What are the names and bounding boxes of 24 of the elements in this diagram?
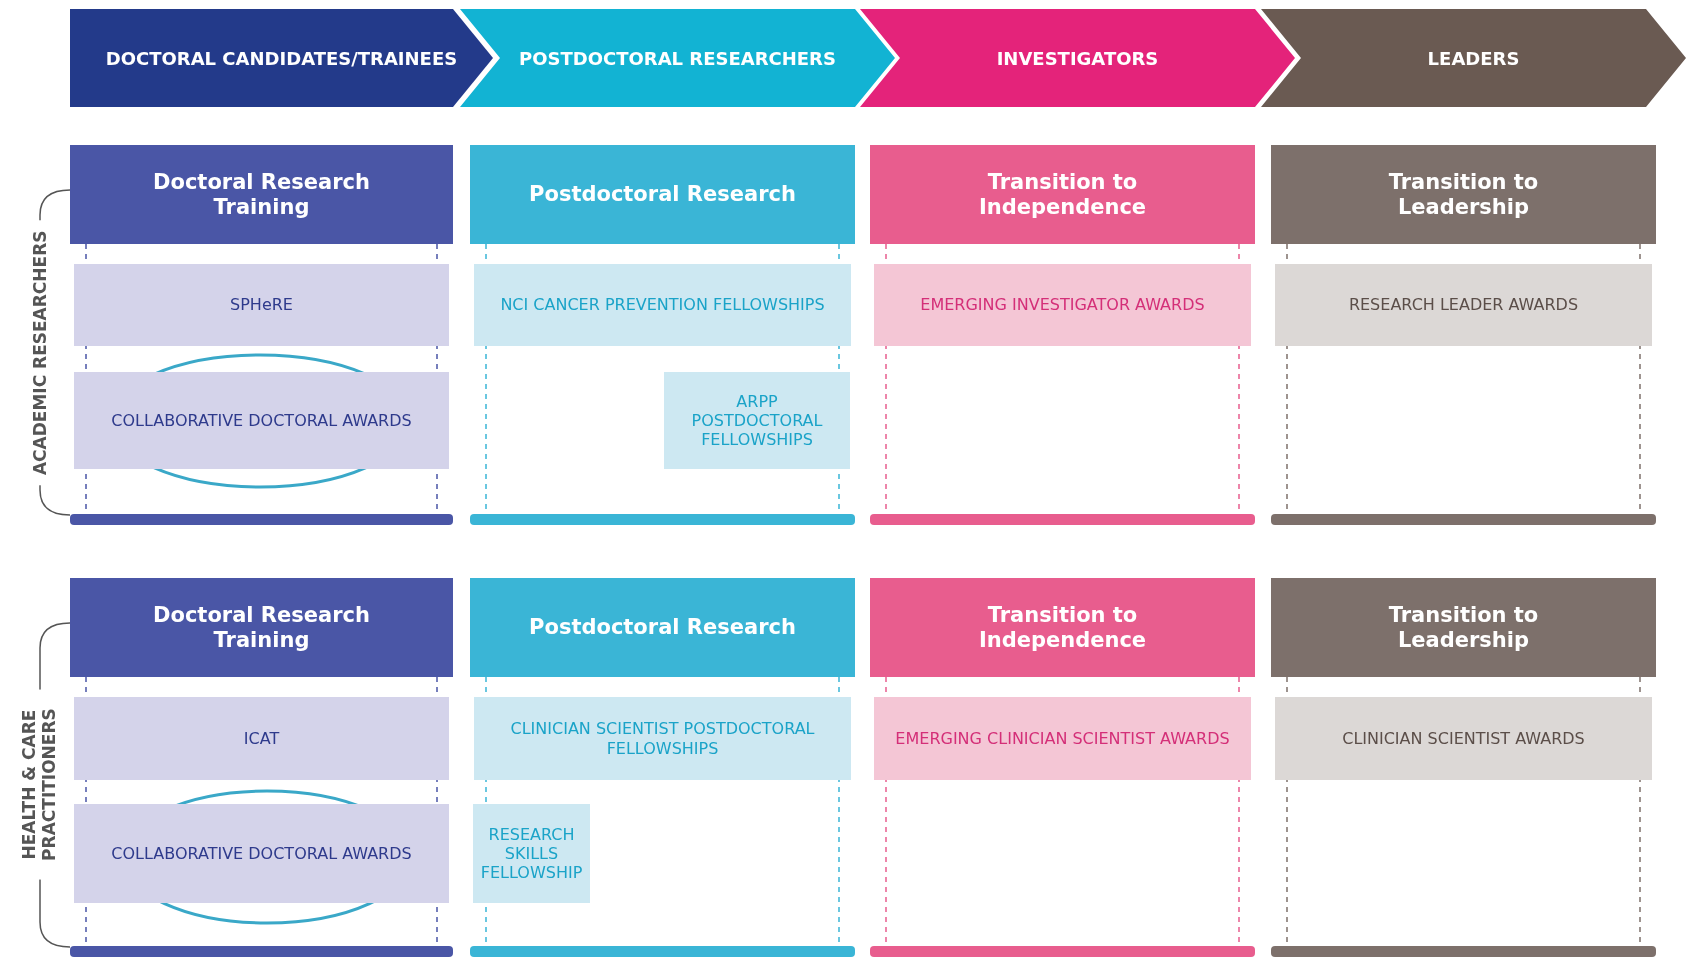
stage-header: Doctoral Research Training: [70, 578, 453, 677]
award-band: COLLABORATIVE DOCTORAL AWARDS: [74, 804, 449, 903]
award-band: RESEARCH LEADER AWARDS: [1275, 264, 1652, 346]
stage-title: POSTDOCTORAL RESEARCHERS: [519, 47, 836, 69]
award-band: ARPP POSTDOCTORAL FELLOWSHIPS: [664, 372, 850, 469]
award-band: ICAT: [74, 697, 449, 780]
award-band: CLINICIAN SCIENTIST POSTDOCTORAL FELLOWSHIPS: [474, 697, 851, 780]
award-band: NCI CANCER PREVENTION FELLOWSHIPS: [474, 264, 851, 346]
stage-header: Transition to Independence: [870, 145, 1255, 244]
award-band: SPHeRE: [74, 264, 449, 346]
award-band: EMERGING INVESTIGATOR AWARDS: [874, 264, 1251, 346]
stage-header: Transition to Leadership: [1271, 145, 1656, 244]
award-band: CLINICIAN SCIENTIST AWARDS: [1275, 697, 1652, 780]
stage-header: Transition to Leadership: [1271, 578, 1656, 677]
stage-header: Postdoctoral Research: [470, 578, 855, 677]
stage-header: Doctoral Research Training: [70, 145, 453, 244]
stage-title: DOCTORAL CANDIDATES/TRAINEES: [105, 47, 458, 69]
stage-header: Transition to Independence: [870, 578, 1255, 677]
award-band: COLLABORATIVE DOCTORAL AWARDS: [74, 372, 449, 469]
award-band: EMERGING CLINICIAN SCIENTIST AWARDS: [874, 697, 1251, 780]
award-band: RESEARCH SKILLS FELLOWSHIP: [473, 804, 590, 903]
stage-title: INVESTIGATORS: [996, 47, 1159, 69]
stage-title: LEADERS: [1427, 47, 1520, 69]
stage-header: Postdoctoral Research: [470, 145, 855, 244]
